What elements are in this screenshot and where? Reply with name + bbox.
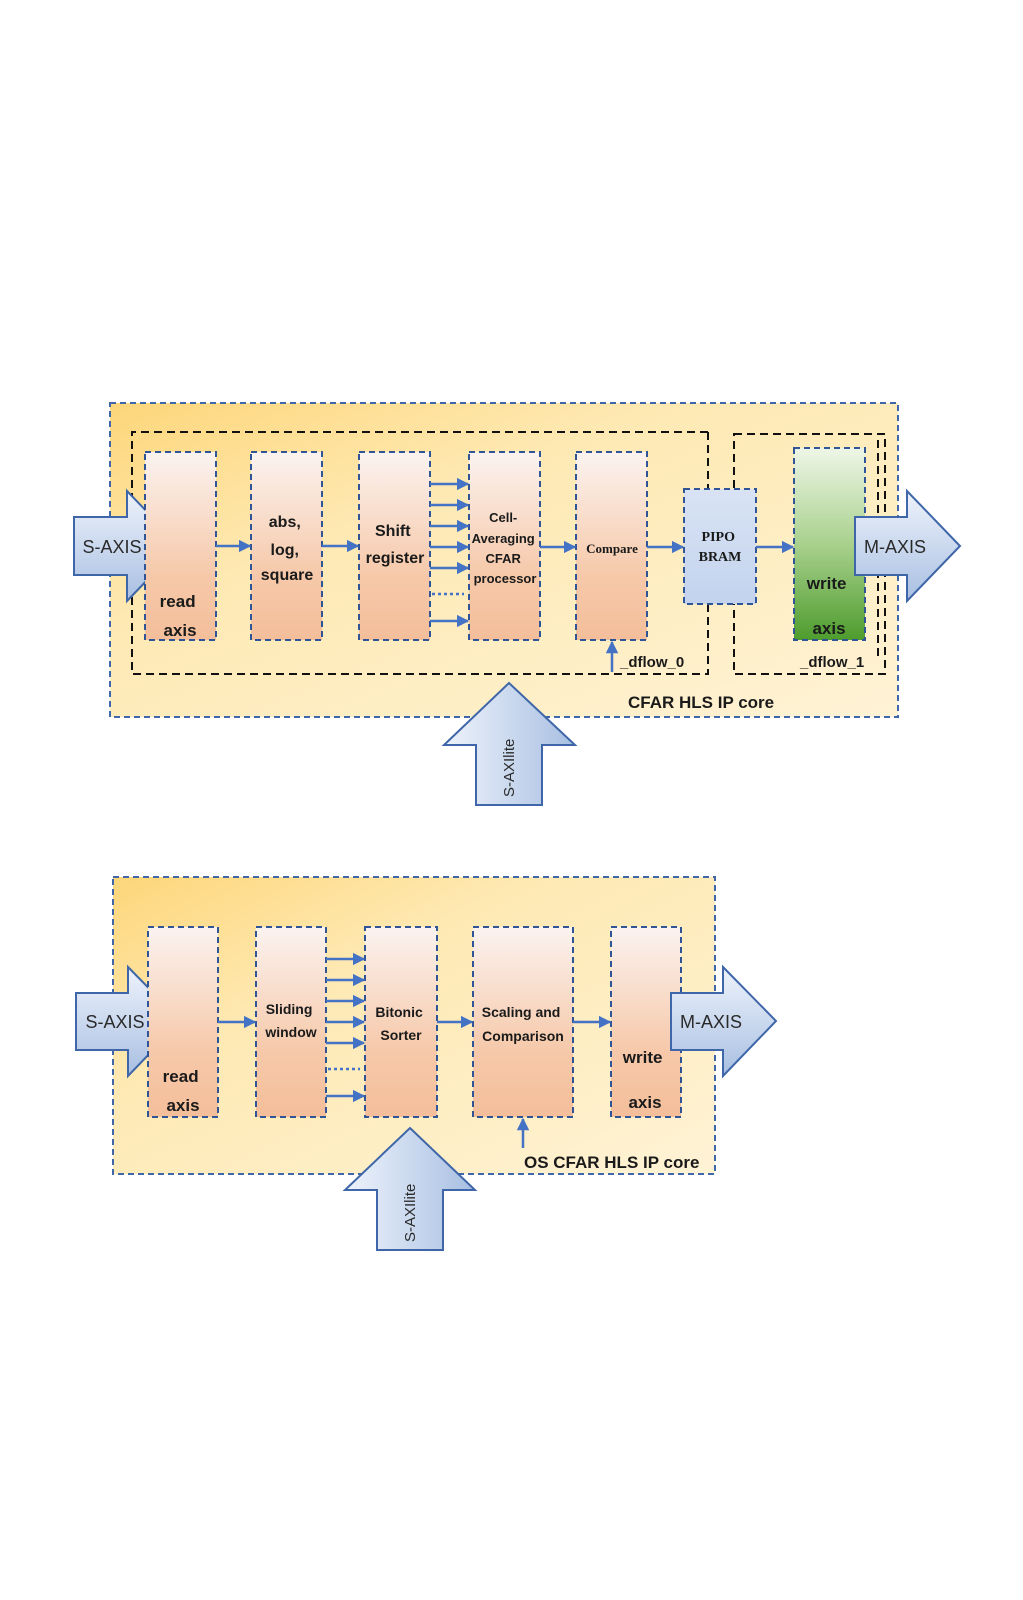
dflow-0-label: _dflow_0 [619, 654, 684, 671]
sliding-line2: window [264, 1024, 316, 1040]
abs-log-square-block [250, 451, 323, 641]
dflow-0-region [131, 431, 709, 675]
write-axis-line2: axis [812, 619, 845, 638]
os-s-axilite-arrow [342, 1126, 478, 1251]
pipo-line2: BRAM [699, 550, 742, 565]
os-write-line2: axis [628, 1093, 661, 1112]
scaling-comparison-block [472, 926, 574, 1118]
s-axilite-label: S-AXIlite [501, 739, 518, 797]
svg-text:Cell- Averaging CF: Cell- Averaging CFAR processor [472, 510, 539, 586]
read-axis-line2: axis [163, 621, 196, 640]
shift-register-block [358, 451, 431, 641]
bitonic-line2: Sorter [380, 1027, 422, 1043]
scaling-line1: Scaling and [482, 1004, 561, 1020]
abs-line3: square [261, 567, 314, 584]
diagram-ca-cfar: S-AXIS read axis abs, log, square Shift … [73, 402, 962, 806]
os-ip-core-title: OS CFAR HLS IP core [524, 1153, 699, 1172]
sliding-window-block [255, 926, 327, 1118]
svg-text:read axis: read axis [160, 592, 201, 640]
pipo-bram-block [683, 488, 757, 605]
os-read-line1: read [163, 1067, 199, 1086]
sliding-line1: Sliding [266, 1001, 313, 1017]
os-s-axilite-label: S-AXIlite [402, 1184, 419, 1242]
scaling-line2: Comparison [482, 1028, 564, 1044]
ca-line3: CFAR [485, 551, 521, 566]
ca-cfar-processor-block [468, 451, 541, 641]
os-read-axis-block [147, 926, 219, 1118]
svg-text:read axis: read axis [163, 1067, 204, 1115]
svg-text:Scaling and Comparison: Scaling and Comparison [482, 1004, 564, 1044]
ca-line2: Averaging [472, 531, 535, 546]
svg-text:Bitonic Sorter: Bitonic Sorter [375, 1004, 426, 1043]
s-axis-label: S-AXIS [82, 537, 141, 557]
diagram2-connectors [218, 952, 612, 1148]
os-read-line2: axis [166, 1096, 199, 1115]
dflow-1-label: _dflow_1 [799, 654, 864, 671]
ca-line1: Cell- [489, 510, 517, 525]
svg-text:Shift register: Shift register [366, 523, 425, 567]
bitonic-sorter-block [364, 926, 438, 1118]
compare-label: Compare [586, 541, 638, 556]
shift-line1: Shift [375, 523, 411, 540]
svg-text:PIPO BRAM: PIPO BRAM [699, 530, 742, 565]
os-write-line1: write [622, 1048, 663, 1067]
svg-text:abs, log, square: abs, log, square [261, 514, 314, 584]
m-axis-label: M-AXIS [864, 537, 926, 557]
diagram-os-cfar: S-AXIS read axis Sliding window Bitonic … [75, 876, 778, 1251]
shift-line2: register [366, 550, 425, 567]
compare-block [575, 451, 648, 641]
ca-line4: processor [474, 571, 537, 586]
read-axis-block [144, 451, 217, 641]
write-axis-block [793, 447, 866, 641]
svg-text:write axis: write axis [806, 574, 851, 638]
os-m-axis-label: M-AXIS [680, 1012, 742, 1032]
read-axis-line1: read [160, 592, 196, 611]
bitonic-line1: Bitonic [375, 1004, 423, 1020]
diagram1-connectors [216, 477, 795, 672]
abs-line1: abs, [269, 514, 301, 531]
os-s-axis-label: S-AXIS [85, 1012, 144, 1032]
svg-text:Sliding window: Sliding window [264, 1001, 316, 1040]
m-axis-arrow [854, 488, 962, 604]
os-m-axis-arrow [670, 964, 778, 1079]
s-axilite-arrow [441, 681, 578, 806]
pipo-line1: PIPO [702, 530, 736, 545]
abs-line2: log, [271, 542, 299, 559]
svg-text:write axis: write axis [622, 1048, 667, 1112]
ip-core-title: CFAR HLS IP core [628, 693, 774, 712]
write-axis-line1: write [806, 574, 847, 593]
